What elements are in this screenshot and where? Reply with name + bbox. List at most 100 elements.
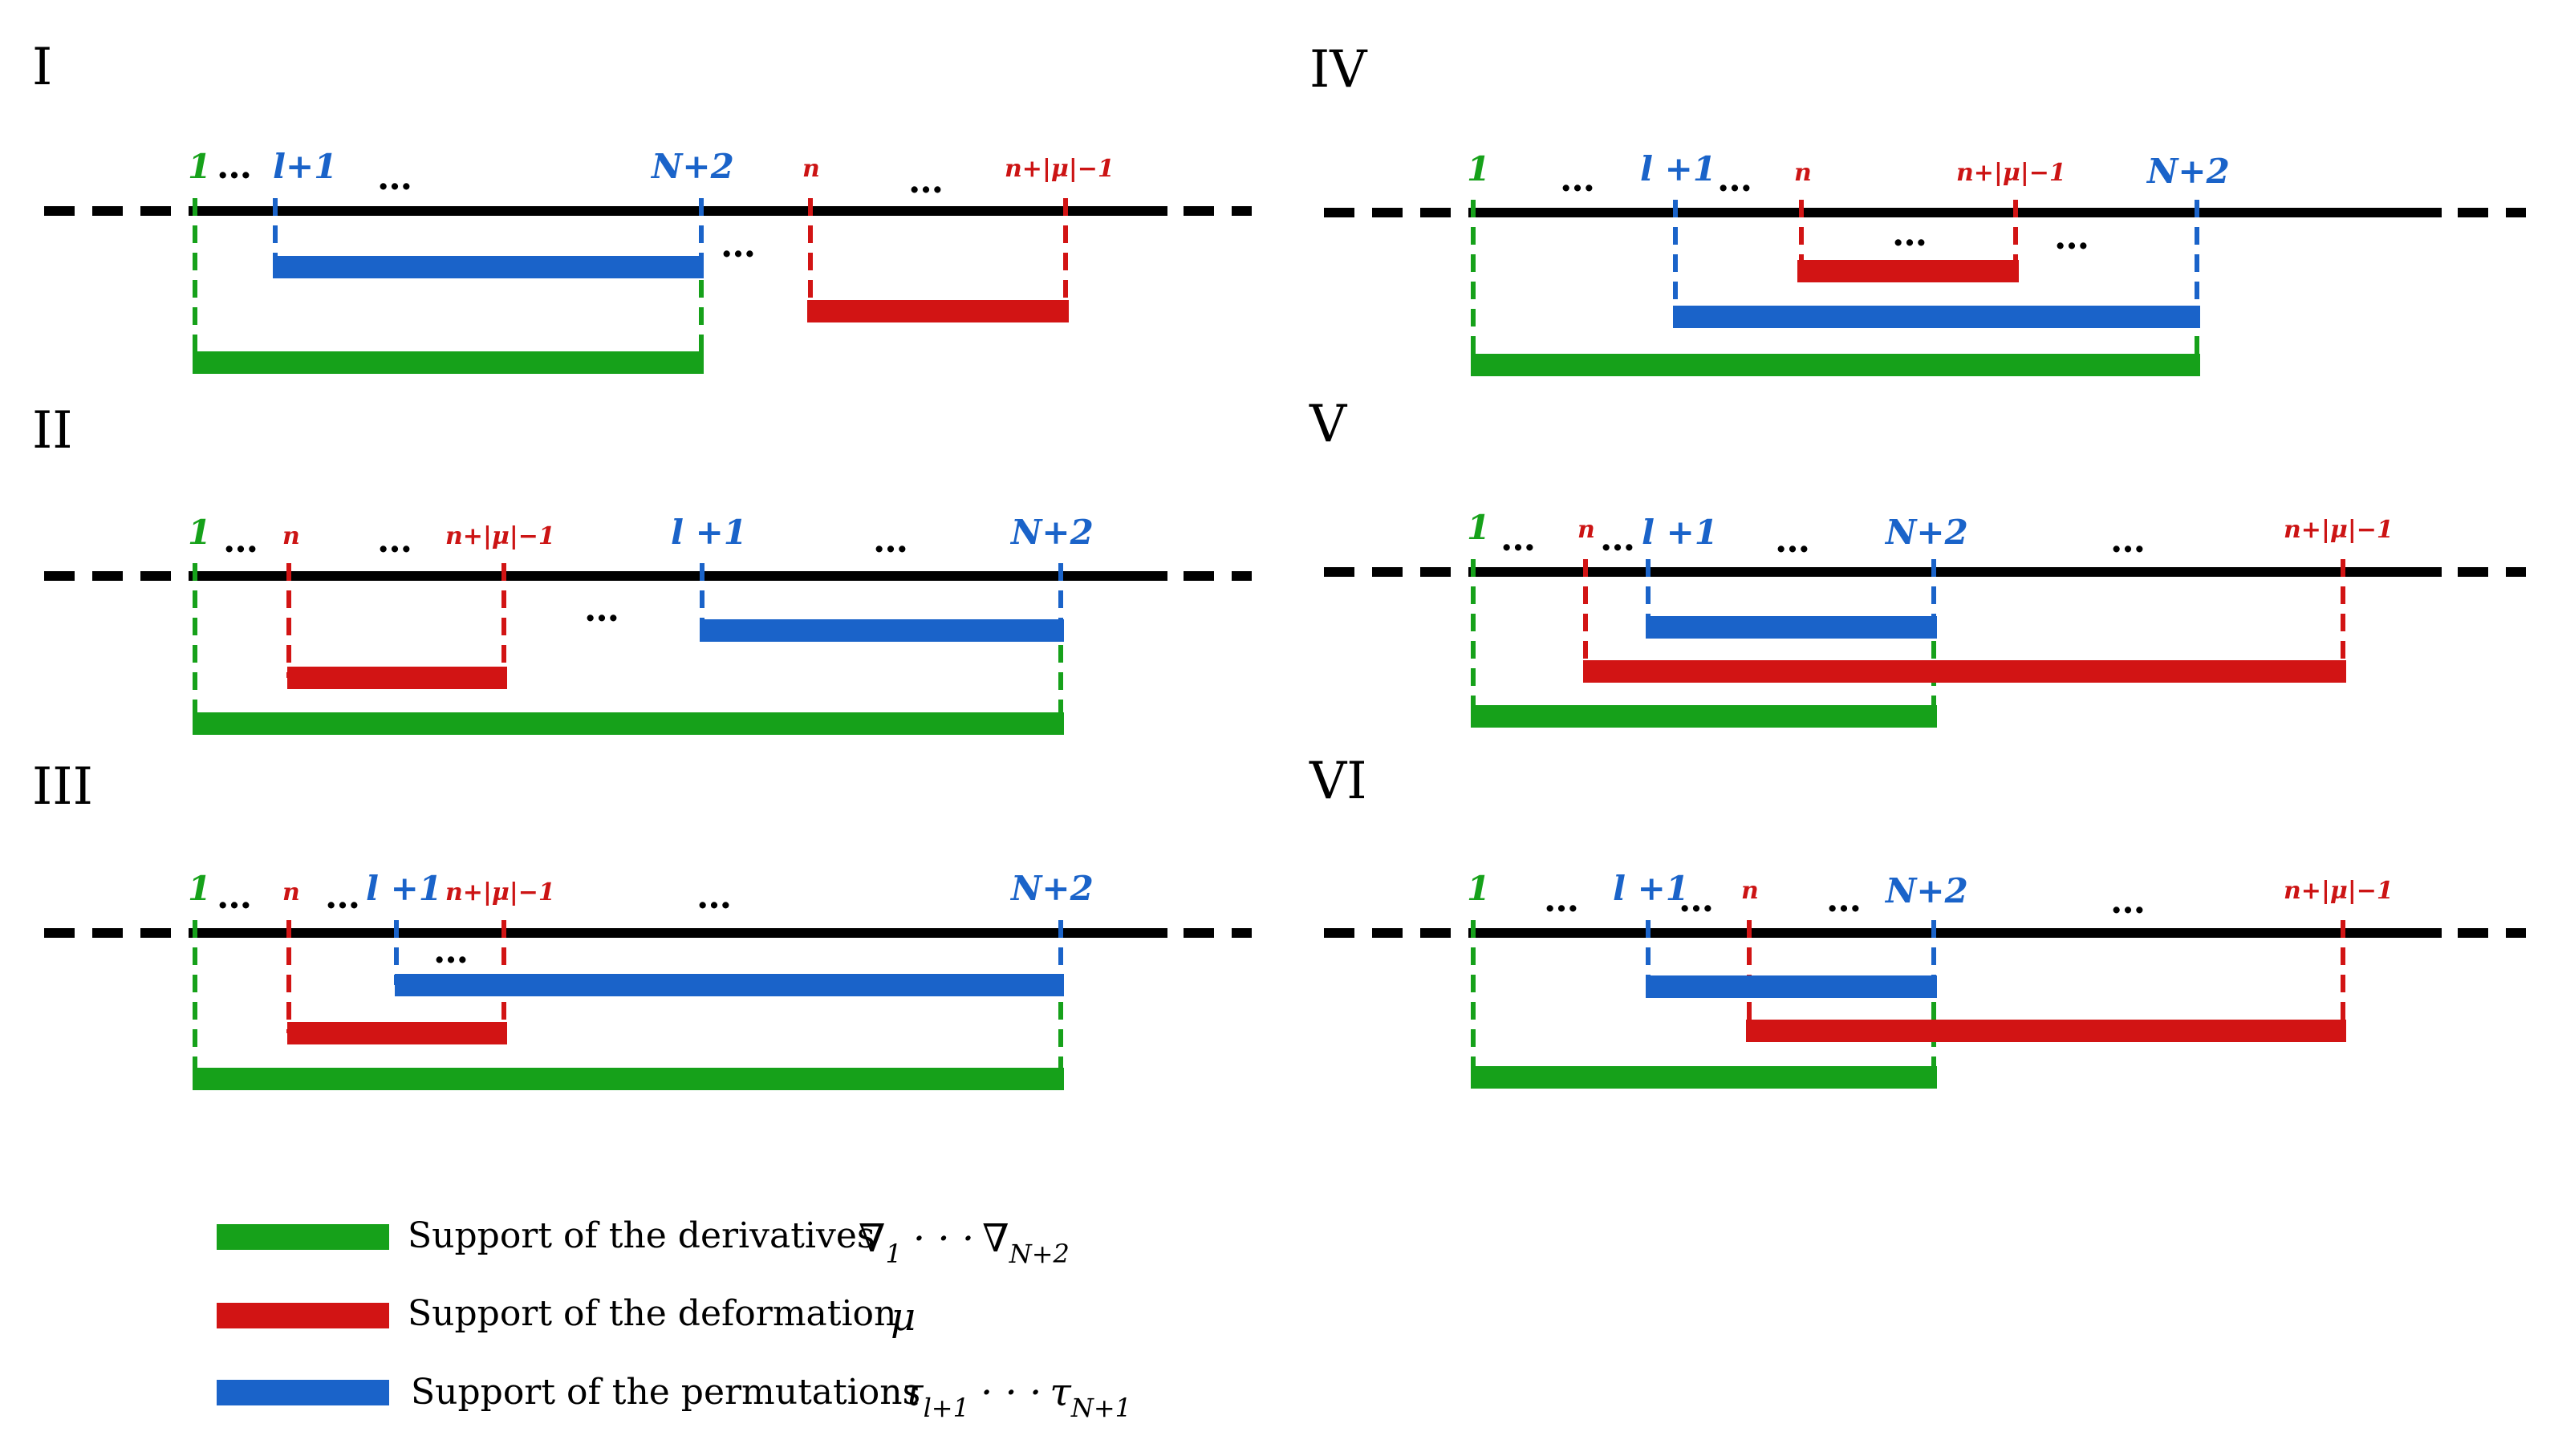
- legend-sub-l1: l+1: [924, 1393, 969, 1423]
- label-n: n: [1741, 877, 1759, 905]
- bar-deformation: [1797, 260, 2019, 282]
- label-n: n: [802, 155, 820, 183]
- legend-nabla-2: ∇: [982, 1216, 1009, 1261]
- legend-cdots-derivatives: · · ·: [913, 1216, 974, 1261]
- ellipsis: …: [325, 876, 360, 917]
- ellipsis: …: [1560, 159, 1595, 200]
- bar-deformation: [1583, 660, 2346, 683]
- label-one: 1: [1467, 869, 1490, 908]
- bar-derivatives: [1471, 354, 2200, 376]
- label-N: N+2: [1009, 869, 1094, 908]
- legend-label-permutations: Support of the permutations: [411, 1372, 920, 1413]
- panel-label: I: [32, 38, 52, 97]
- legend-sub-n2: N+2: [1009, 1239, 1070, 1269]
- bar-derivatives: [1471, 705, 1937, 728]
- bar-derivatives: [1471, 1066, 1937, 1089]
- legend-nabla-1: ∇: [859, 1216, 886, 1261]
- label-N: N+2: [1884, 513, 1968, 552]
- legend-item-permutations: Support of the permutations τl+1· · ·τN+…: [217, 1370, 1131, 1423]
- bar-permutations: [1646, 616, 1937, 639]
- label-l: l +1: [1642, 513, 1718, 552]
- ellipsis: …: [908, 160, 944, 201]
- bar-deformation: [287, 1022, 507, 1044]
- label-n: n: [282, 878, 300, 906]
- ellipsis: …: [1826, 879, 1862, 920]
- ellipsis: …: [217, 876, 252, 917]
- label-nmu: n+|μ|−1: [445, 522, 555, 550]
- label-n: n: [282, 522, 300, 550]
- legend-sub-1: 1: [886, 1239, 902, 1269]
- label-l: l +1: [671, 513, 747, 552]
- ellipsis: …: [1600, 518, 1635, 559]
- legend-swatch-permutations: [217, 1380, 389, 1405]
- label-nmu: n+|μ|−1: [445, 878, 555, 906]
- ellipsis: …: [584, 589, 619, 630]
- label-one: 1: [188, 869, 211, 908]
- label-l: l +1: [1613, 869, 1689, 908]
- legend-swatch-derivatives: [217, 1224, 389, 1250]
- bar-derivatives: [193, 1068, 1064, 1090]
- ellipsis: …: [1679, 879, 1714, 920]
- label-N: N+2: [1009, 513, 1094, 552]
- ellipsis: …: [1544, 879, 1579, 920]
- legend-math-derivatives: ∇1· · ·∇N+2: [859, 1216, 1070, 1269]
- label-one: 1: [188, 513, 211, 552]
- legend-math-mu: μ: [891, 1295, 916, 1340]
- legend-item-derivatives: Support of the derivatives ∇1· · ·∇N+2: [217, 1215, 1070, 1269]
- label-nmu: n+|μ|−1: [2284, 516, 2394, 544]
- ellipsis: …: [1717, 159, 1752, 200]
- bar-permutations: [395, 974, 1064, 996]
- label-l: l +1: [1640, 149, 1716, 189]
- label-one: 1: [1467, 508, 1490, 547]
- panel-label: VI: [1309, 752, 1367, 811]
- ellipsis: …: [1892, 213, 1927, 254]
- ellipsis: …: [377, 520, 412, 561]
- ellipsis: …: [2110, 881, 2146, 922]
- ellipsis: …: [223, 520, 258, 561]
- ellipsis: …: [217, 146, 252, 187]
- bar-permutations: [700, 619, 1064, 642]
- label-l: l +1: [366, 869, 442, 908]
- label-nmu: n+|μ|−1: [2284, 877, 2394, 905]
- ellipsis: …: [433, 931, 469, 971]
- panel-label: II: [32, 401, 73, 460]
- legend-tau-1: τ: [902, 1370, 924, 1415]
- label-one: 1: [188, 147, 211, 186]
- legend-cdots-permutations: · · ·: [981, 1370, 1041, 1415]
- panel-label: III: [32, 757, 93, 817]
- label-N: N+2: [2146, 152, 2230, 191]
- bar-deformation: [287, 667, 507, 689]
- bar-deformation: [807, 300, 1069, 322]
- bar-deformation: [1746, 1020, 2346, 1042]
- label-l: l+1: [273, 147, 337, 186]
- label-nmu: n+|μ|−1: [1005, 155, 1115, 183]
- panel-v: V 1 n l +1 N+2 n+|μ|−1 … … … …: [1309, 395, 2526, 728]
- panel-label: V: [1309, 395, 1348, 454]
- bar-permutations: [273, 256, 704, 278]
- bar-derivatives: [193, 351, 704, 374]
- legend-swatch-deformation: [217, 1303, 389, 1328]
- legend-tau-2: τ: [1050, 1370, 1072, 1415]
- ellipsis: …: [721, 225, 756, 266]
- panel-ii: II 1 n n+|μ|−1 l +1 N+2 … … … …: [32, 401, 1252, 735]
- label-n: n: [1577, 516, 1595, 544]
- legend-item-deformation: Support of the deformation μ: [217, 1293, 916, 1340]
- ellipsis: …: [1500, 518, 1536, 559]
- bar-permutations: [1673, 306, 2200, 328]
- legend: Support of the derivatives ∇1· · ·∇N+2 S…: [217, 1215, 1131, 1423]
- legend-math-permutations: τl+1· · ·τN+1: [902, 1370, 1131, 1423]
- legend-label-deformation: Support of the deformation: [408, 1293, 896, 1334]
- legend-label-derivatives: Support of the derivatives: [408, 1215, 875, 1256]
- ellipsis: …: [696, 876, 732, 917]
- ellipsis: …: [1775, 520, 1810, 561]
- ellipsis: …: [2110, 520, 2146, 561]
- label-N: N+2: [1884, 871, 1968, 911]
- bar-derivatives: [193, 712, 1064, 735]
- ellipsis: …: [873, 520, 908, 561]
- label-N: N+2: [650, 147, 734, 186]
